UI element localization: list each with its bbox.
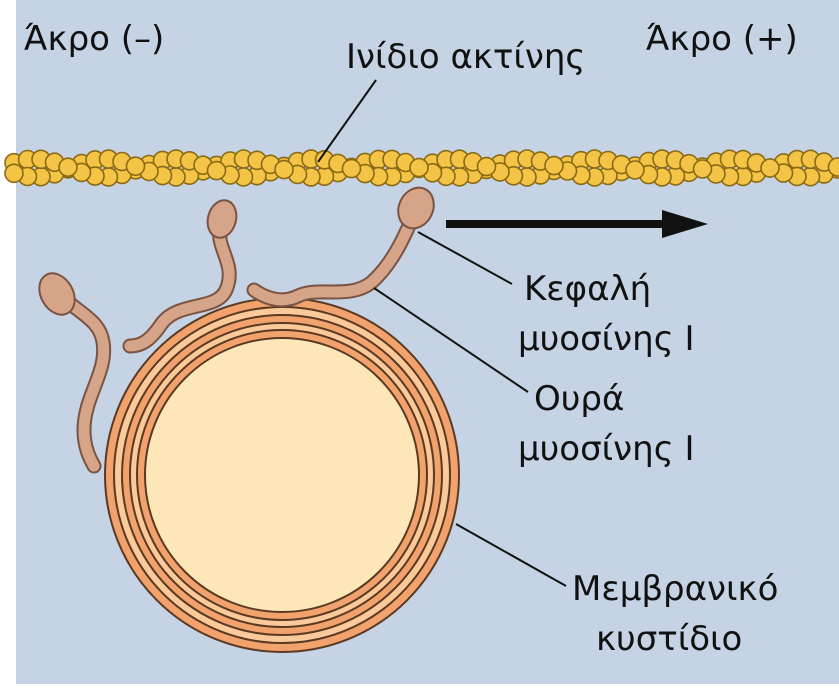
actin-monomer <box>59 158 77 176</box>
vesicle-lumen <box>145 338 419 612</box>
actin-monomer <box>5 164 23 182</box>
minus-end-label: Άκρο (–) <box>24 19 164 59</box>
actin-monomer <box>208 162 226 180</box>
actin-monomer <box>829 158 839 176</box>
myosin-tail-label-line2: μυοσίνης Ι <box>518 429 695 469</box>
actin-monomer <box>761 159 779 177</box>
actin-monomer <box>545 157 563 175</box>
myosin-head-label-line1: Κεφαλή <box>524 269 651 309</box>
actin-filament-label: Ινίδιο ακτίνης <box>346 37 585 77</box>
actin-monomer <box>694 160 712 178</box>
myosin-head-label-line2: μυοσίνης Ι <box>518 319 695 359</box>
actin-monomer <box>127 157 145 175</box>
myosin-tail-label-line1: Ουρά <box>534 379 624 419</box>
vesicle-label-line2: κυστίδιο <box>596 619 742 659</box>
actin-monomer <box>275 161 293 179</box>
actin-monomer <box>410 159 428 177</box>
vesicle-label-line1: Μεμβρανικό <box>572 569 778 609</box>
actin-monomer <box>478 158 496 176</box>
actin-monomer <box>626 161 644 179</box>
plus-end-label: Άκρο (+) <box>646 19 798 59</box>
actin-monomer <box>343 160 361 178</box>
membrane-vesicle <box>105 298 459 652</box>
